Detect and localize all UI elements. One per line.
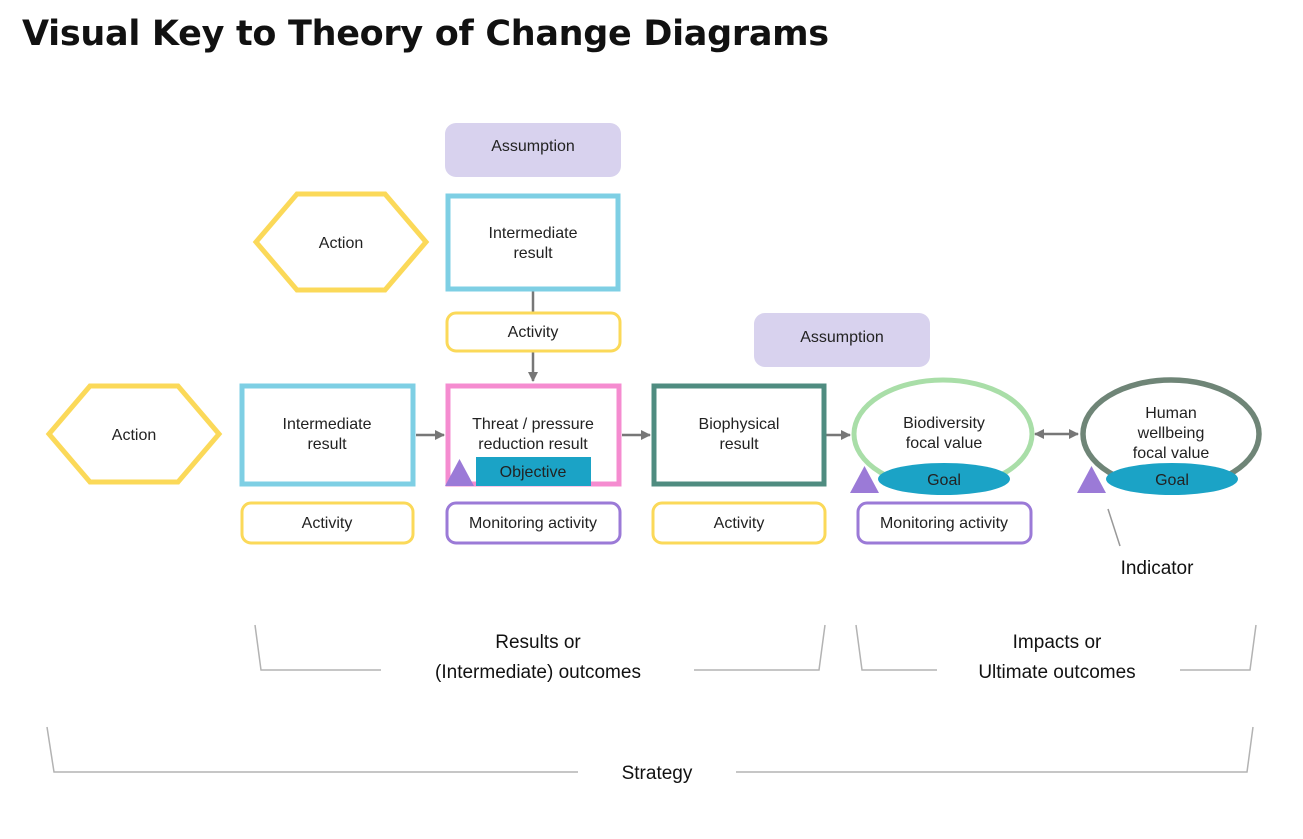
action-top-hexagon	[252, 191, 430, 293]
action-top-label: Action	[319, 235, 363, 252]
activity-intermediate-label: Activity	[302, 515, 353, 532]
indicator-triangle-human	[1077, 466, 1106, 493]
strategy-bracket-left	[46, 726, 578, 773]
threat-reduction-result-label-1: Threat / pressure	[472, 416, 594, 433]
strategy-bracket: Strategy	[46, 726, 1254, 784]
goal-badge-human	[1106, 463, 1238, 495]
impacts-bracket-label-1: Impacts or	[1013, 632, 1102, 653]
page-title: Visual Key to Theory of Change Diagrams	[22, 14, 829, 54]
assumption-top: Assumption	[445, 123, 621, 177]
assumption-right-box	[754, 313, 930, 367]
results-bracket: Results or (Intermediate) outcomes	[254, 624, 826, 683]
strategy-bracket-label: Strategy	[622, 763, 693, 784]
intermediate-result-top-label-2: result	[513, 245, 553, 262]
assumption-right: Assumption	[754, 313, 930, 367]
activity-intermediate-box	[240, 501, 415, 545]
activity-biophysical-box	[651, 501, 827, 545]
intermediate-result-main-label-2: result	[307, 436, 347, 453]
action-left-label: Action	[112, 427, 156, 444]
monitoring-activity-biodiversity: Monitoring activity	[856, 501, 1033, 545]
action-left-hexagon	[45, 383, 223, 485]
results-bracket-label-1: Results or	[495, 632, 581, 653]
goal-biodiversity-label: Goal	[927, 472, 961, 489]
indicator-triangle-threat	[445, 459, 474, 486]
human-wellbeing-label-2: wellbeing	[1137, 425, 1205, 442]
biophysical-result-label-1: Biophysical	[699, 416, 780, 433]
objective-label: Objective	[500, 464, 567, 481]
biophysical-result-label-2: result	[719, 436, 759, 453]
monitoring-activity-biodiversity-label: Monitoring activity	[880, 515, 1008, 532]
biodiversity-focal-value-label-1: Biodiversity	[903, 415, 985, 432]
goal-human-label: Goal	[1155, 472, 1189, 489]
intermediate-result-main-box	[239, 383, 416, 487]
indicator-triangle-biodiversity	[850, 466, 879, 493]
intermediate-result-main: Intermediate result	[239, 383, 416, 487]
intermediate-result-top: Intermediate result	[445, 193, 621, 292]
monitoring-activity-threat-label: Monitoring activity	[469, 515, 597, 532]
monitoring-activity-biodiversity-box	[856, 501, 1033, 545]
threat-reduction-result: Threat / pressure reduction result Objec…	[445, 383, 622, 487]
activity-top: Activity	[445, 311, 622, 353]
human-wellbeing-focal-value: Human wellbeing focal value Goal	[1077, 377, 1262, 495]
results-bracket-left	[254, 624, 381, 671]
impacts-bracket: Impacts or Ultimate outcomes	[855, 624, 1257, 683]
indicator-pointer-line	[1107, 508, 1121, 547]
action-left: Action	[45, 383, 223, 485]
objective-badge	[476, 457, 591, 486]
biodiversity-focal-value-label-2: focal value	[906, 435, 983, 452]
intermediate-result-top-label-1: Intermediate	[489, 225, 578, 242]
impacts-bracket-left	[855, 624, 937, 671]
results-bracket-right	[694, 624, 826, 671]
human-wellbeing-label-3: focal value	[1133, 445, 1210, 462]
goal-badge-biodiversity	[878, 463, 1010, 495]
biophysical-result-box	[651, 383, 827, 487]
activity-biophysical: Activity	[651, 501, 827, 545]
monitoring-activity-threat-box	[445, 501, 622, 545]
human-wellbeing-label-1: Human	[1145, 405, 1197, 422]
intermediate-result-top-box	[445, 193, 621, 292]
activity-intermediate: Activity	[240, 501, 415, 545]
biophysical-result: Biophysical result	[651, 383, 827, 487]
threat-reduction-result-label-2: reduction result	[478, 436, 588, 453]
action-top: Action	[252, 191, 430, 293]
biodiversity-focal-value: Biodiversity focal value Goal	[850, 377, 1035, 495]
indicator-label: Indicator	[1121, 558, 1195, 579]
activity-top-label: Activity	[508, 324, 559, 341]
intermediate-result-main-label-1: Intermediate	[283, 416, 372, 433]
strategy-bracket-right	[736, 726, 1254, 773]
assumption-top-label: Assumption	[491, 138, 575, 155]
activity-top-box	[445, 311, 622, 353]
assumption-top-box	[445, 123, 621, 177]
monitoring-activity-threat: Monitoring activity	[445, 501, 622, 545]
assumption-right-label: Assumption	[800, 329, 884, 346]
results-bracket-label-2: (Intermediate) outcomes	[435, 662, 641, 683]
activity-biophysical-label: Activity	[714, 515, 765, 532]
impacts-bracket-label-2: Ultimate outcomes	[978, 662, 1135, 683]
impacts-bracket-right	[1180, 624, 1257, 671]
